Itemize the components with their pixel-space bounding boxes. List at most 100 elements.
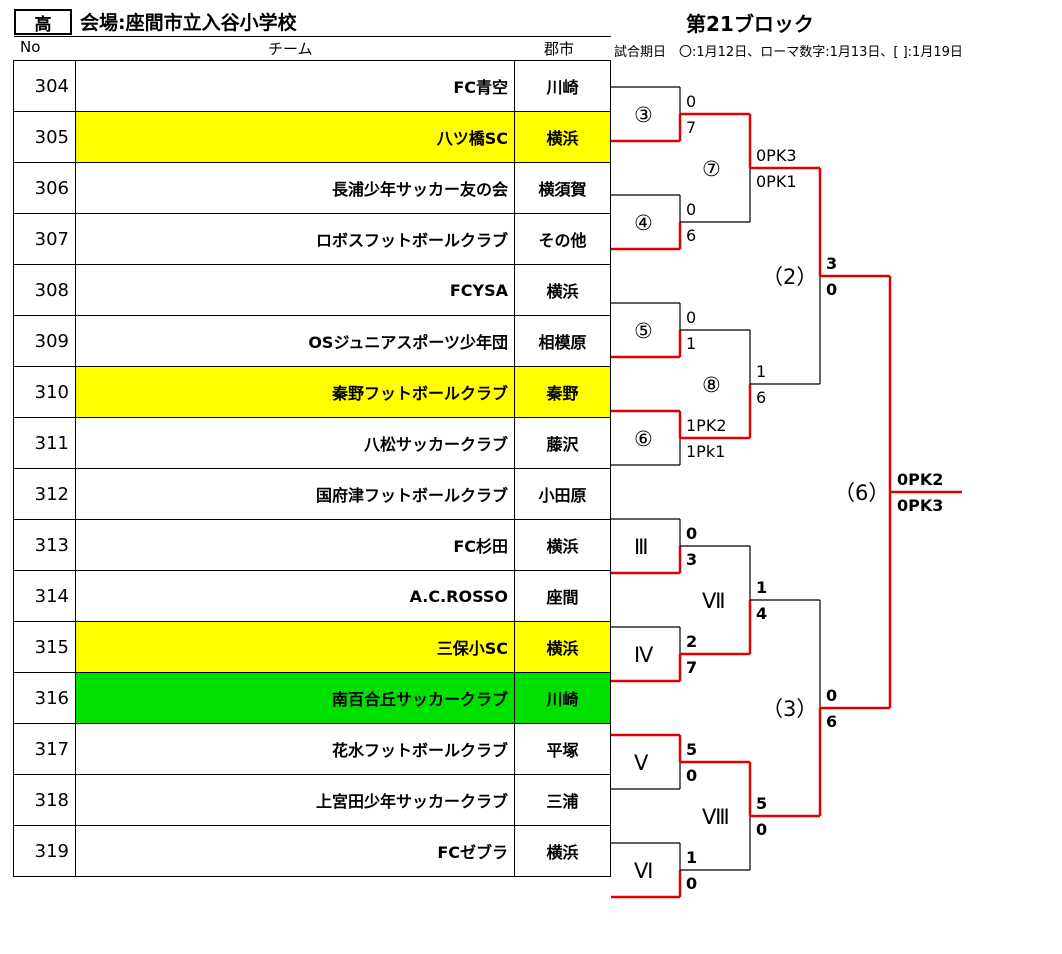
team-city: 川崎: [514, 60, 611, 112]
match-label: ⑤: [634, 319, 653, 343]
team-name: 八ツ橋SC: [75, 111, 515, 163]
team-name: 花水フットボールクラブ: [75, 723, 515, 775]
score-top: 2: [686, 632, 697, 651]
team-number: 316: [13, 672, 76, 724]
team-number: 312: [13, 468, 76, 520]
match-label: ⑧: [702, 373, 721, 397]
score-bottom: 0: [686, 874, 697, 893]
team-number: 318: [13, 774, 76, 826]
score-bottom: 1Pk1: [686, 442, 725, 461]
score-top: 0: [826, 686, 837, 705]
score-bottom: 0: [756, 820, 767, 839]
team-number: 306: [13, 162, 76, 214]
match-label: ⑦: [702, 157, 721, 181]
team-name: OSジュニアスポーツ少年団: [75, 315, 515, 367]
team-city: 横須賀: [514, 162, 611, 214]
team-name: ロボスフットボールクラブ: [75, 213, 515, 265]
score-bottom: 7: [686, 118, 696, 137]
match-label: Ⅵ: [634, 859, 653, 883]
score-top: 0: [686, 524, 697, 543]
venue-title: 会場:座間市立入谷小学校: [80, 12, 297, 34]
match-label: Ⅷ: [702, 805, 730, 829]
match-label: ⑥: [634, 427, 653, 451]
score-bottom: 0PK1: [756, 172, 797, 191]
score-top: 0PK3: [756, 146, 797, 165]
match-label: Ⅴ: [634, 751, 649, 775]
team-number: 314: [13, 570, 76, 622]
team-city: 川崎: [514, 672, 611, 724]
header-divider: [14, 36, 611, 37]
match-label: （2）: [762, 265, 817, 289]
team-name: 八松サッカークラブ: [75, 417, 515, 469]
team-name: 南百合丘サッカークラブ: [75, 672, 515, 724]
match-label: Ⅲ: [634, 535, 648, 559]
team-number: 308: [13, 264, 76, 316]
score-bottom: 6: [756, 388, 766, 407]
score-top: 3: [826, 254, 837, 273]
team-name: 三保小SC: [75, 621, 515, 673]
team-number: 315: [13, 621, 76, 673]
level-badge: 高: [14, 9, 72, 35]
column-header-team: チーム: [268, 40, 313, 58]
team-city: 藤沢: [514, 417, 611, 469]
date-legend: 試合期日 〇:1月12日、ローマ数字:1月13日、[ ]:1月19日: [614, 45, 963, 60]
match-label: Ⅶ: [702, 589, 726, 613]
match-label: ③: [634, 103, 653, 127]
score-bottom: 0: [826, 280, 837, 299]
match-label: （6）: [834, 481, 889, 505]
team-city: 平塚: [514, 723, 611, 775]
team-name: 長浦少年サッカー友の会: [75, 162, 515, 214]
score-bottom: 3: [686, 550, 697, 569]
score-top: 0: [686, 92, 696, 111]
column-header-city: 郡市: [544, 40, 575, 58]
team-number: 313: [13, 519, 76, 571]
score-top: 1: [686, 848, 697, 867]
score-top: 0: [686, 200, 696, 219]
score-top: 0: [686, 308, 696, 327]
team-city: 横浜: [514, 519, 611, 571]
team-city: 秦野: [514, 366, 611, 418]
block-title: 第21ブロック: [686, 12, 814, 36]
team-city: 横浜: [514, 264, 611, 316]
match-label: Ⅳ: [634, 643, 654, 667]
team-city: 三浦: [514, 774, 611, 826]
team-number: 307: [13, 213, 76, 265]
match-label: ④: [634, 211, 653, 235]
score-top: 5: [756, 794, 767, 813]
team-name: FCYSA: [75, 264, 515, 316]
team-city: 横浜: [514, 621, 611, 673]
team-city: 横浜: [514, 825, 611, 877]
team-city: 横浜: [514, 111, 611, 163]
score-bottom: 6: [826, 712, 837, 731]
team-number: 309: [13, 315, 76, 367]
score-bottom: 1: [686, 334, 696, 353]
score-bottom: 0PK3: [897, 496, 943, 515]
team-number: 304: [13, 60, 76, 112]
score-top: 1: [756, 362, 766, 381]
score-bottom: 7: [686, 658, 697, 677]
score-bottom: 6: [686, 226, 696, 245]
team-number: 319: [13, 825, 76, 877]
score-top: 1: [756, 578, 767, 597]
score-top: 1PK2: [686, 416, 727, 435]
column-header-no: No: [20, 38, 41, 56]
team-city: 座間: [514, 570, 611, 622]
score-bottom: 4: [756, 604, 767, 623]
team-city: 小田原: [514, 468, 611, 520]
score-top: 5: [686, 740, 697, 759]
